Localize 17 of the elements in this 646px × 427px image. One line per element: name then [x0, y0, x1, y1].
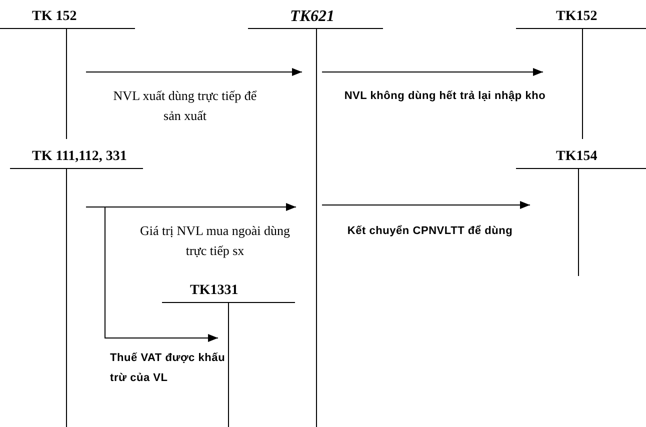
account-title: TK621 [290, 8, 334, 26]
edge-label: Giá trị NVL mua ngoài dùng trực tiếp sx [138, 222, 292, 260]
arrow [322, 201, 530, 209]
account-title: TK1331 [190, 282, 238, 300]
edge-label: Thuế VAT được khấu trừ của VL [110, 351, 226, 386]
account-title: TK152 [556, 8, 598, 26]
arrow [104, 206, 218, 342]
arrow [86, 68, 302, 76]
account-title: TK 152 [32, 8, 77, 26]
account-title: TK154 [556, 148, 598, 166]
edge-label: NVL xuất dùng trực tiếp để sản xuất [112, 87, 258, 125]
edge-label: Kết chuyển CPNVLTT để dùng [346, 224, 514, 239]
account-title: TK 111,112, 331 [32, 148, 127, 166]
edge-label: NVL không dùng hết trả lại nhập kho [343, 89, 547, 104]
arrow [86, 203, 296, 211]
arrow [322, 68, 544, 76]
t-account [516, 148, 646, 276]
